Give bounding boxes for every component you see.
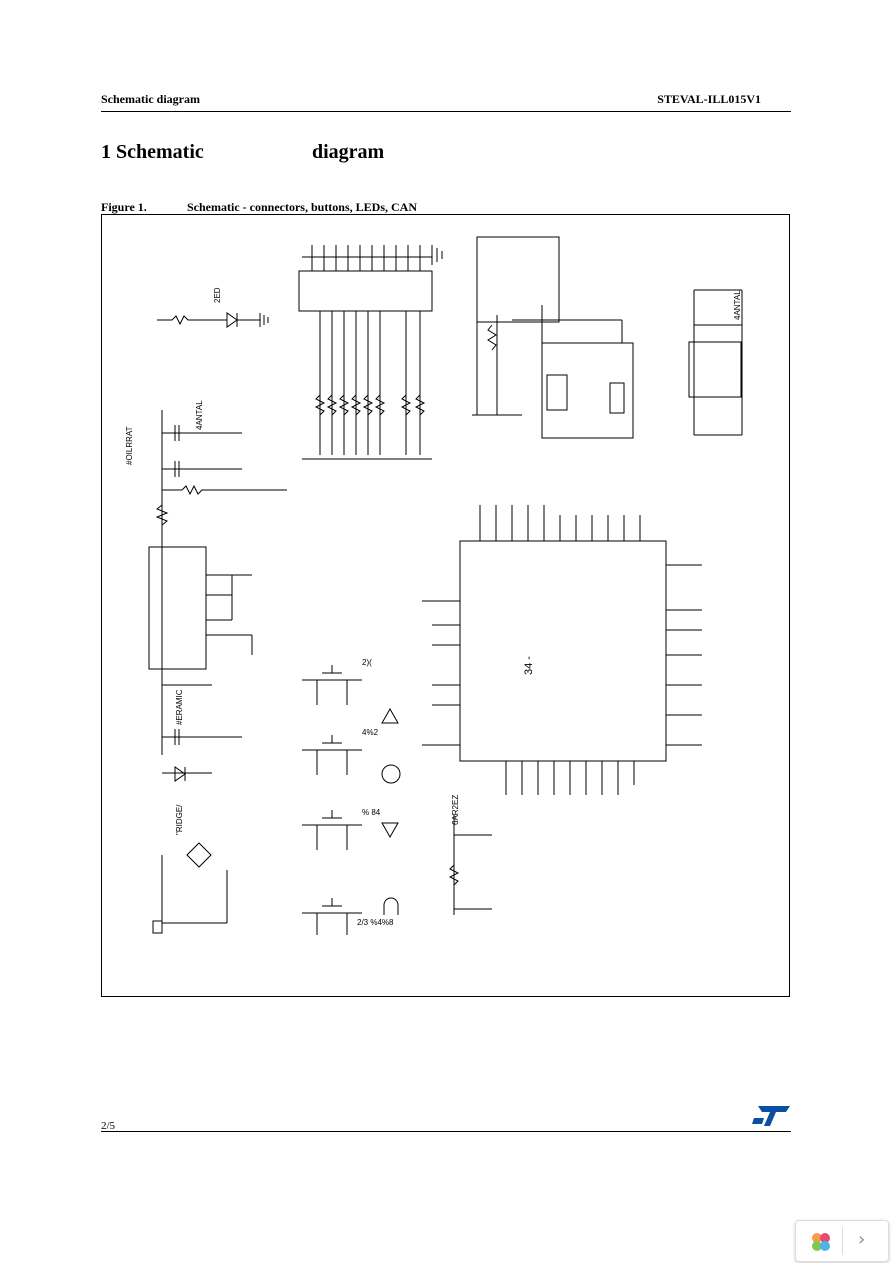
button-label-circle: 4%2 xyxy=(362,728,379,737)
push-buttons xyxy=(302,665,362,935)
can-ic-2 xyxy=(541,342,634,439)
crystal-right-label: 4ANTAL xyxy=(733,290,742,320)
circle-icon xyxy=(381,764,401,784)
bridge-label: "RIDGE/ xyxy=(175,804,184,835)
mcu-pins xyxy=(422,505,702,795)
page-number: 2/5 xyxy=(101,1120,116,1132)
led-symbol xyxy=(157,312,269,328)
power-input-circuit xyxy=(152,684,242,934)
regulator-ic xyxy=(148,546,207,670)
ferrite-label: #OILRRAT xyxy=(125,426,134,465)
mcu-label: 34 - xyxy=(523,656,535,675)
st-logo-icon xyxy=(752,1106,790,1126)
flower-icon xyxy=(812,1233,830,1251)
up-triangle-icon xyxy=(381,707,399,724)
ceramic-label: #ERAMIC xyxy=(175,689,184,725)
viewer-widget[interactable]: › xyxy=(795,1220,889,1262)
figure-caption: Schematic - connectors, buttons, LEDs, C… xyxy=(187,200,417,214)
crystal-right-ic xyxy=(688,341,742,398)
footer-rule xyxy=(101,1131,791,1132)
button-label-down: % 84 xyxy=(362,808,381,817)
down-triangle-icon xyxy=(381,822,399,839)
ground-symbol-top xyxy=(431,245,443,265)
figure-number: Figure 1. xyxy=(101,200,147,214)
viewer-separator xyxy=(842,1227,843,1255)
led-label: 2ED xyxy=(213,287,222,303)
button-label-back: 2/3 %4%8 xyxy=(357,918,394,927)
resistor-array xyxy=(302,311,432,460)
section-title-word: diagram xyxy=(312,141,385,163)
varistor-label: 6AR2EZ xyxy=(451,795,460,825)
crystal-label: 4ANTAL xyxy=(195,400,204,430)
can-transceiver-ic xyxy=(476,236,560,323)
button-label-up: 2)( xyxy=(362,658,372,667)
chevron-right-icon[interactable]: › xyxy=(858,1229,866,1250)
header-product-code: STEVAL-ILL015V1 xyxy=(657,92,761,106)
schematic-drawing: 2ED 4ANTAL #OILRRAT xyxy=(125,236,743,935)
back-arrow-icon xyxy=(383,897,399,915)
header-rule xyxy=(101,111,791,112)
mcu-ic xyxy=(459,540,667,762)
section-title: 1 Schematic xyxy=(101,141,204,163)
crystal-left-circuit xyxy=(148,410,287,755)
connector-pins xyxy=(302,245,432,271)
header-section-title: Schematic diagram xyxy=(101,92,200,106)
connector-header xyxy=(298,270,433,312)
schematic-figure: 2ED 4ANTAL #OILRRAT xyxy=(101,214,790,997)
